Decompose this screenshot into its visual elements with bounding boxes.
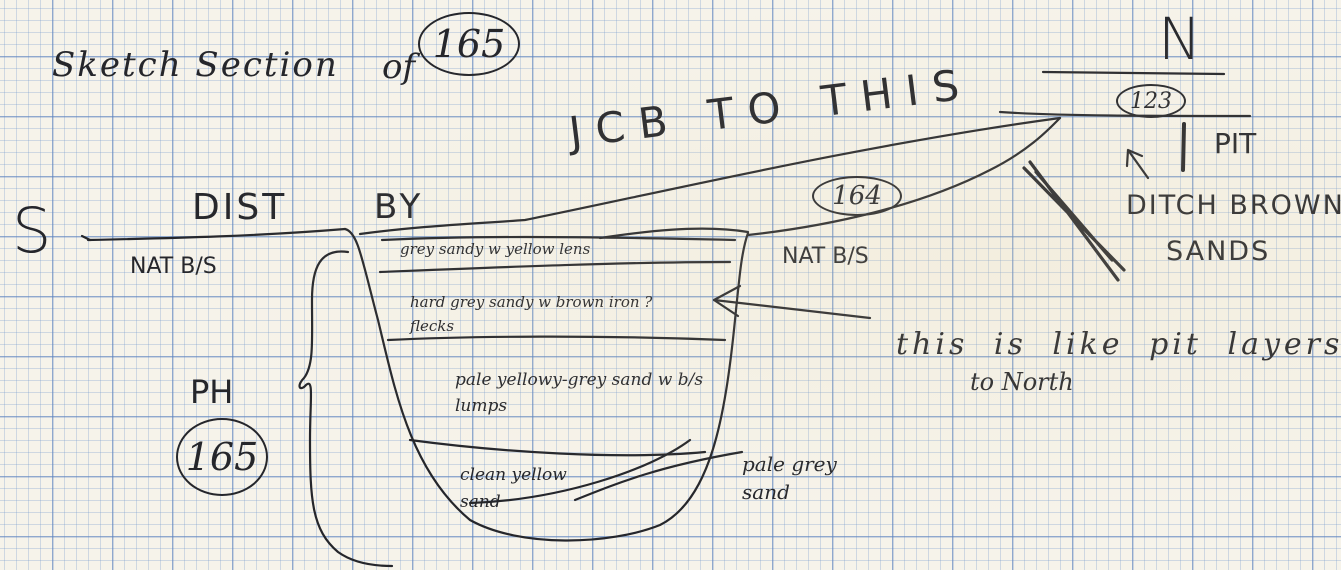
- ditch-hatch: [1022, 160, 1126, 282]
- pit-note-line2: to North: [970, 368, 1074, 396]
- pit-outline: [343, 227, 750, 542]
- context-123: 123: [1130, 88, 1172, 114]
- south-ground-line: [86, 227, 347, 242]
- layer-2-description: hard grey sandy w brown iron ? flecks: [410, 293, 653, 335]
- layer-line-2: [378, 260, 732, 274]
- dist-label: DIST: [192, 187, 288, 228]
- layer-line-3: [386, 335, 727, 342]
- north-surface-line: [998, 110, 1252, 118]
- pit-note-arrow: [712, 298, 872, 320]
- sketch-title: Sketch Section: [52, 45, 339, 85]
- ph-number: 165: [185, 435, 259, 479]
- context-164: 164: [832, 181, 882, 211]
- north-label: N: [1158, 5, 1202, 73]
- ditch-label-line2: SANDS: [1166, 236, 1271, 267]
- layer-3-description: pale yellowy-grey sand w b/s lumps: [455, 370, 704, 416]
- by-label: BY: [374, 187, 425, 227]
- layer-line-5: [468, 438, 692, 505]
- layer-1-description: grey sandy w yellow lens: [400, 240, 591, 258]
- layer-4-description: clean yellow sand: [460, 465, 567, 513]
- ph-number-circle: 165: [176, 418, 268, 496]
- pit-label: PIT: [1214, 127, 1257, 160]
- ph-label: PH: [190, 373, 234, 411]
- feature-number-circle: 165: [418, 12, 520, 76]
- pale-grey-sand-note: pale grey sand: [742, 452, 837, 504]
- context-164-circle: 164: [812, 176, 902, 216]
- feature-number: 165: [432, 22, 506, 66]
- ditch-label-line1: DITCH BROWN: [1126, 190, 1341, 221]
- jcb-surface-line: [358, 116, 1062, 236]
- nat-right-label: NAT B/S: [782, 244, 869, 269]
- pit-note-line1: this is like pit layers: [896, 327, 1341, 362]
- layer-line-1: [380, 235, 737, 242]
- layer-line-4: [408, 438, 707, 457]
- nat-left-label: NAT B/S: [130, 254, 217, 279]
- context-123-circle: 123: [1116, 84, 1186, 118]
- ph-brace: [298, 250, 394, 568]
- south-label: S: [12, 194, 52, 267]
- title-word-of: of: [382, 47, 416, 87]
